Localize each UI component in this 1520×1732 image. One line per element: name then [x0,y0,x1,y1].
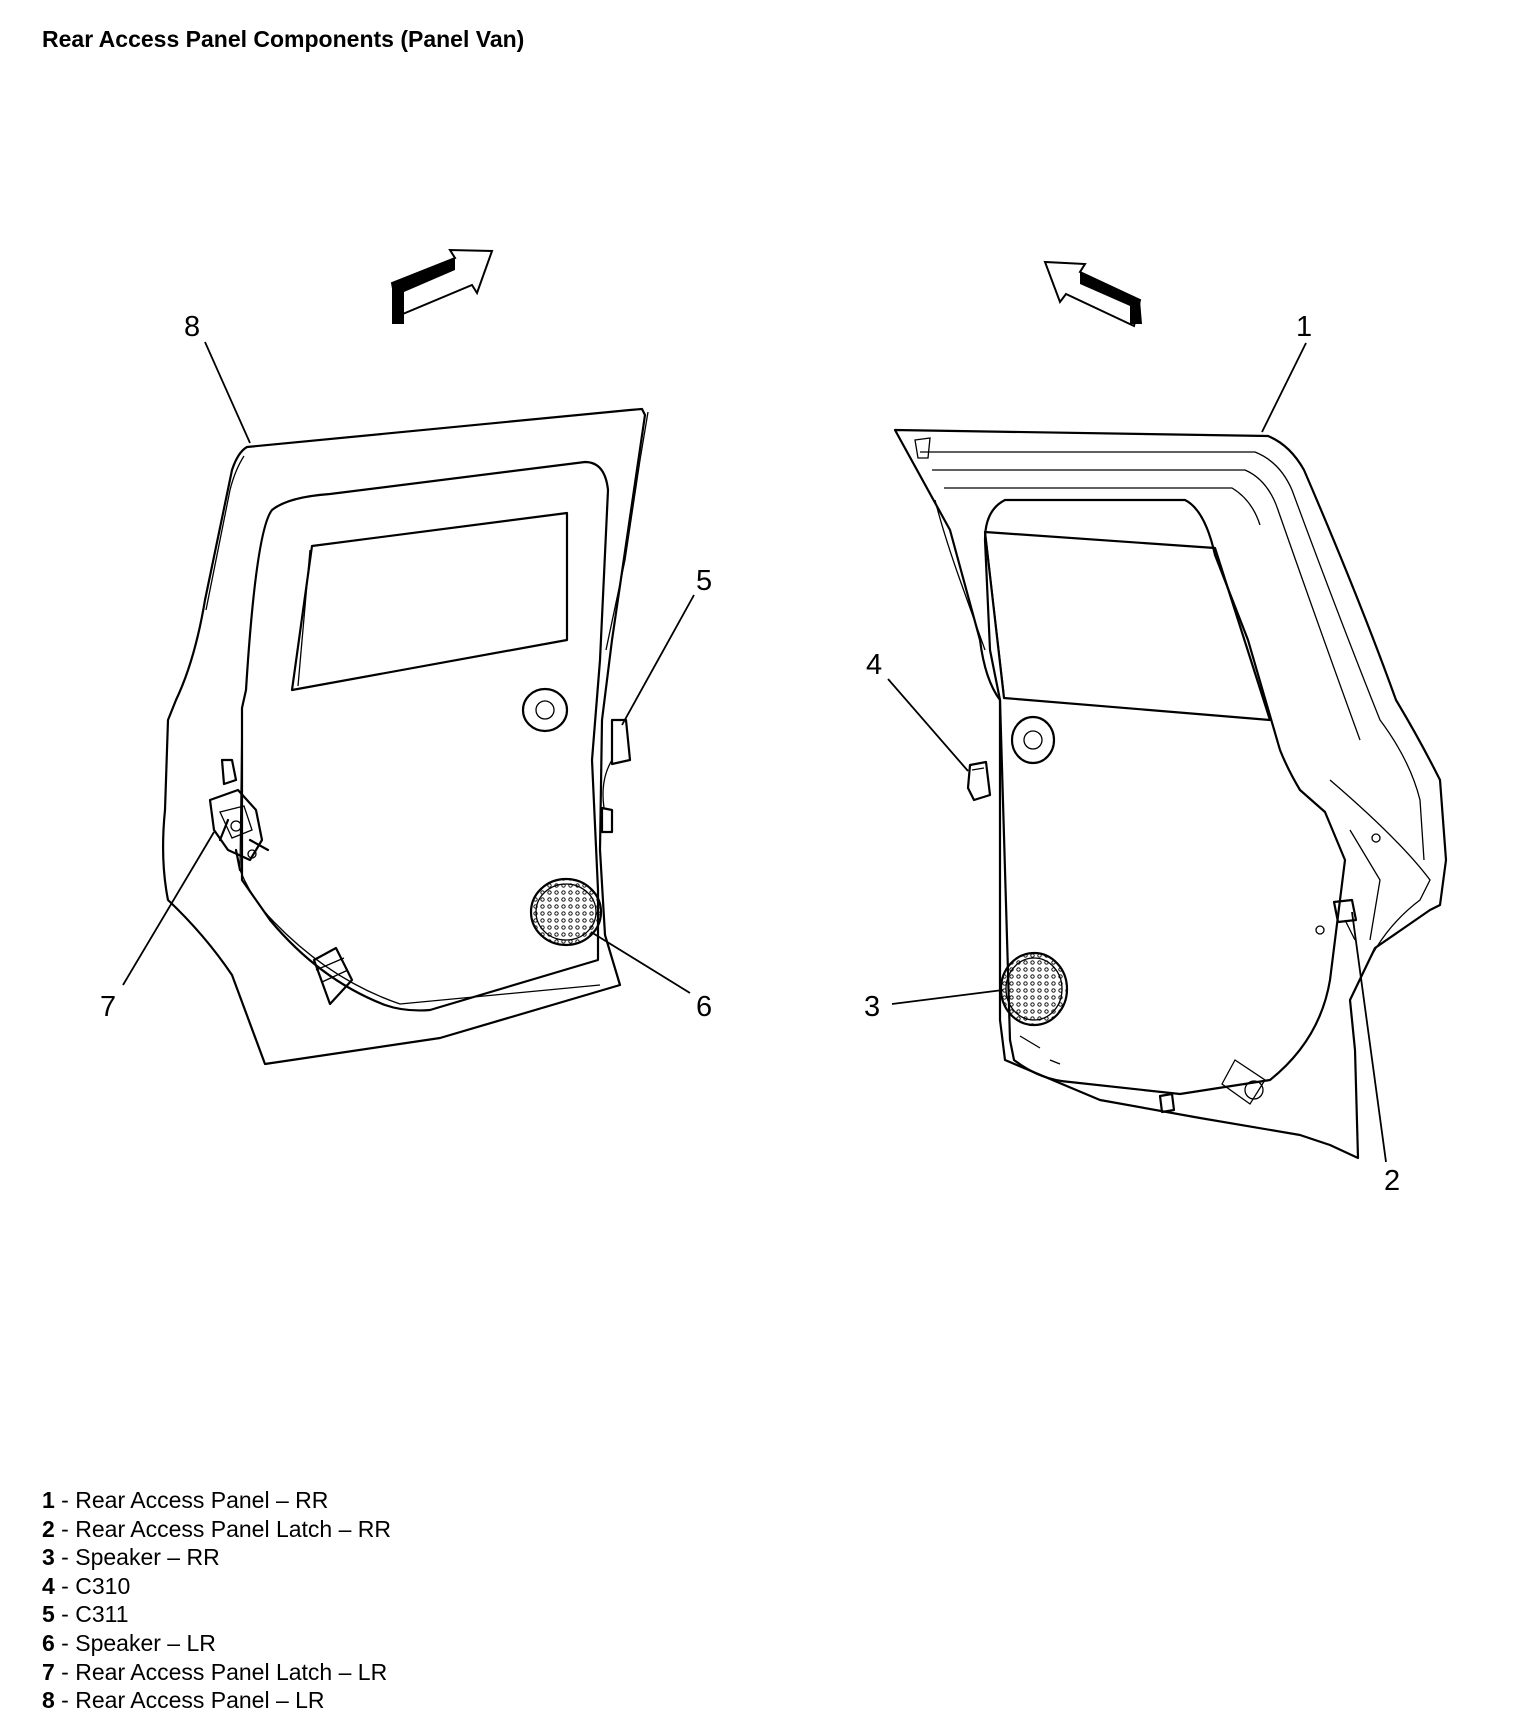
legend-number: 8 [42,1687,55,1714]
legend-separator: - [54,1515,76,1542]
callout-2: 2 [1384,1165,1400,1197]
legend-separator: - [54,1572,76,1599]
legend-label: Rear Access Panel Latch – RR [75,1515,392,1542]
callout-8: 8 [184,311,200,343]
callout-7: 7 [100,991,116,1023]
legend-number: 1 [42,1487,55,1513]
leader-lines [122,341,1387,1163]
legend-number: 6 [42,1629,55,1656]
component-legend: 1 - Rear Access Panel – RR 2 - Rear Acce… [42,1486,391,1715]
legend-separator: - [54,1629,76,1656]
forward-arrow-right-icon [1043,260,1142,328]
callout-5: 5 [696,565,712,597]
page-title: Rear Access Panel Components (Panel Van) [42,26,525,52]
callout-3: 3 [864,991,880,1023]
legend-label: Rear Access Panel – RR [75,1487,329,1513]
legend-label: C311 [75,1601,129,1628]
legend-separator: - [54,1544,76,1571]
legend-label: C310 [75,1572,131,1599]
legend-item: 7 - Rear Access Panel Latch – LR [42,1658,391,1687]
legend-separator: - [54,1601,76,1628]
legend-separator: - [54,1487,76,1513]
legend-item: 6 - Speaker – LR [42,1629,391,1658]
legend-label: Speaker – LR [75,1629,216,1656]
legend-number: 3 [42,1544,55,1571]
callout-1: 1 [1296,311,1312,343]
legend-label: Speaker – RR [75,1544,220,1571]
callout-6: 6 [696,991,712,1023]
legend-item: 8 - Rear Access Panel – LR [42,1686,391,1715]
right-rear-access-panel [893,428,1448,1160]
legend-item: 4 - C310 [42,1572,391,1601]
callout-4: 4 [866,649,882,681]
legend-number: 7 [42,1658,55,1685]
legend-label: Rear Access Panel Latch – LR [75,1658,388,1685]
legend-item: 2 - Rear Access Panel Latch – RR [42,1515,391,1544]
legend-separator: - [54,1687,76,1714]
legend-label: Rear Access Panel – LR [75,1687,325,1714]
forward-arrow-left-icon [390,248,494,324]
legend-item: 1 - Rear Access Panel – RR [42,1486,391,1515]
legend-number: 5 [42,1601,55,1628]
legend-item: 5 - C311 [42,1600,391,1629]
left-rear-access-panel [161,407,649,1066]
legend-separator: - [54,1658,76,1685]
door-components-diagram: 1 2 3 4 5 6 7 8 [100,248,1448,1197]
legend-number: 2 [42,1515,55,1542]
legend-number: 4 [42,1572,55,1599]
legend-item: 3 - Speaker – RR [42,1543,391,1572]
